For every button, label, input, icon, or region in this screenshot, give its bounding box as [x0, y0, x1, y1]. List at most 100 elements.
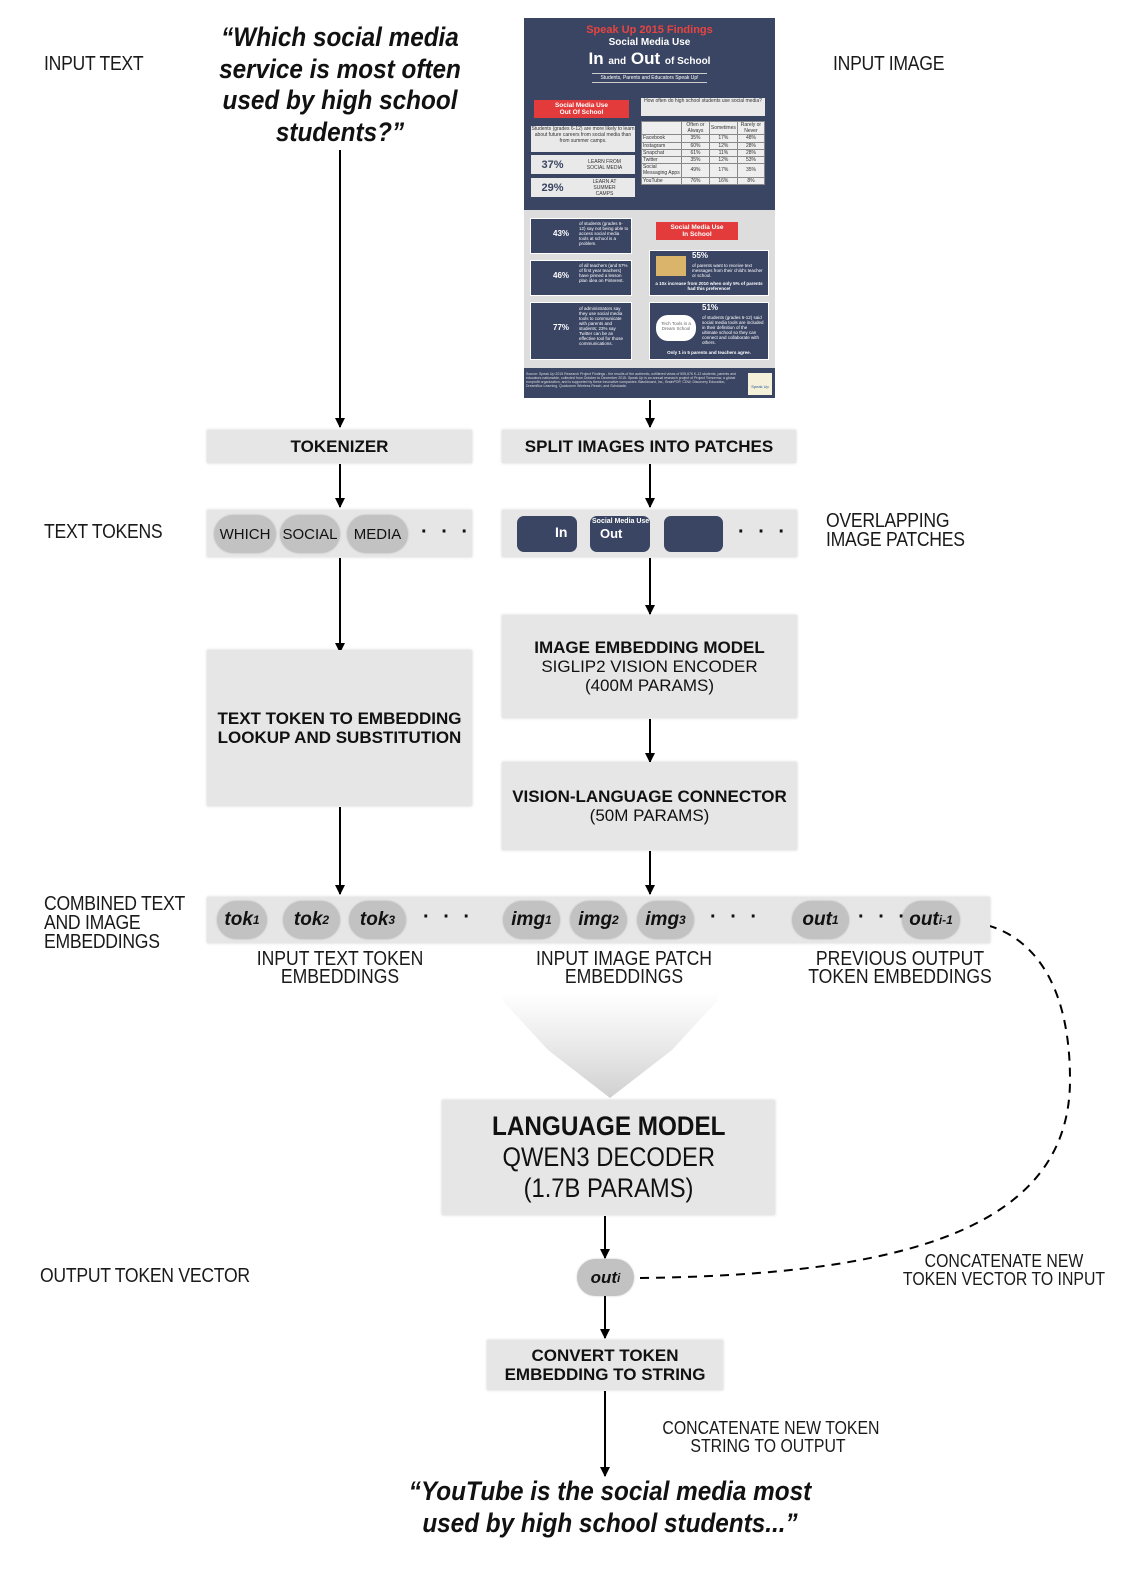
label-line: OVERLAPPING — [826, 510, 950, 532]
text-token-pill: WHICH — [214, 515, 276, 553]
ig-cell: Rarely or Never — [736, 120, 766, 136]
convert-label: EMBEDDING TO STRING — [504, 1365, 706, 1384]
ig-cell: 16% — [708, 176, 738, 185]
ig-cell: Often or Always — [681, 120, 710, 136]
ig-cell: 17% — [708, 163, 738, 178]
ig-pct: 55% — [692, 251, 709, 260]
ig-note: Only 1 in 5 parents and teachers agree. — [667, 350, 751, 355]
pill-base: img — [645, 909, 680, 930]
ig-table-header: Often or Always Sometimes Rarely or Neve… — [640, 120, 766, 136]
ig-stat-77: 77% of administrators say they use socia… — [530, 302, 632, 360]
connector-params: (50M PARAMS) — [589, 806, 710, 825]
cloud-icon: Tech Tools in a Dream School — [656, 315, 696, 341]
ig-stat1: 37% LEARN FROM SOCIAL MEDIA — [531, 155, 635, 174]
ig-pct: 77% — [553, 323, 570, 332]
text-token-pill: MEDIA — [347, 515, 408, 553]
question-line: used by high school — [222, 85, 458, 115]
split-patches-label: SPLIT IMAGES INTO PATCHES — [524, 437, 774, 456]
ig-and: and — [608, 56, 627, 67]
label-line: PREVIOUS OUTPUT — [815, 948, 985, 970]
image-embedding-model-box: IMAGE EMBEDDING MODEL SIGLIP2 VISION ENC… — [502, 615, 797, 718]
ig-out-desc: Students (grades 6-12) are more likely t… — [531, 126, 635, 152]
convert-token-box: CONVERT TOKEN EMBEDDING TO STRING — [487, 1340, 723, 1390]
language-model-box: LANGUAGE MODEL QWEN3 DECODER (1.7B PARAM… — [442, 1100, 775, 1215]
ig-in: In — [588, 49, 604, 68]
ig-stat-text: LEARN AT SUMMER CAMPS — [592, 178, 617, 197]
label-line: STRING TO OUTPUT — [690, 1436, 846, 1456]
tokenizer-box: TOKENIZER — [207, 430, 472, 463]
lm-title: LANGUAGE MODEL — [491, 1111, 726, 1141]
label-line: CONCATENATE NEW TOKEN — [662, 1418, 880, 1438]
ig-stat-pct: 29% — [541, 181, 564, 194]
label-overlapping-patches: OVERLAPPING IMAGE PATCHES — [826, 510, 965, 551]
label-line: IMAGE PATCHES — [826, 529, 965, 551]
pill-sub: 1 — [831, 913, 839, 927]
label-input-image: INPUT IMAGE — [833, 53, 945, 75]
label-line: EMBEDDINGS — [564, 966, 684, 988]
ig-stat-pct: 37% — [541, 158, 564, 171]
pill-base: out — [590, 1267, 618, 1287]
pill-base: out — [802, 909, 832, 930]
ig-text: of parents want to receive text messages… — [692, 263, 763, 278]
ig-cell: Sometimes — [708, 120, 738, 136]
ig-title: Speak Up 2015 Findings — [586, 24, 713, 36]
ig-banner-line: Out Of School — [559, 109, 604, 116]
tokenizer-label: TOKENIZER — [290, 437, 389, 456]
ig-cell: 11% — [708, 148, 738, 158]
image-patch: In — [517, 516, 577, 552]
ig-cell: 12% — [708, 156, 738, 165]
big-down-arrow — [502, 992, 718, 1098]
image-model-params: (400M PARAMS) — [584, 676, 715, 695]
embedding-lookup-box: TEXT TOKEN TO EMBEDDING LOOKUP AND SUBST… — [207, 650, 472, 806]
pill-base: tok — [224, 909, 253, 930]
ig-cell: 35% — [681, 156, 710, 165]
ig-cell: 76% — [681, 176, 710, 185]
ig-banner-line: In School — [682, 231, 712, 238]
label-line: INPUT TEXT TOKEN — [256, 948, 424, 970]
label-concat-vector: CONCATENATE NEW TOKEN VECTOR TO INPUT — [898, 1252, 1109, 1288]
ellipsis: · · · — [423, 906, 475, 928]
ig-cell: 28% — [736, 141, 766, 150]
ig-table: Often or Always Sometimes Rarely or Neve… — [640, 120, 766, 185]
ig-banner-in: Social Media Use In School — [656, 222, 738, 240]
label-image-patch-embeddings: INPUT IMAGE PATCH EMBEDDINGS — [518, 949, 729, 988]
label-combined-embeddings: COMBINED TEXT AND IMAGE EMBEDDINGS — [44, 893, 185, 953]
label-line: COMBINED TEXT — [44, 893, 185, 915]
ig-cell: Social Messaging Apps — [640, 163, 683, 178]
label-line: EMBEDDINGS — [280, 966, 400, 988]
label-line: TOKEN EMBEDDINGS — [808, 966, 992, 988]
convert-label: CONVERT TOKEN — [531, 1346, 679, 1365]
ig-cell: YouTube — [640, 176, 683, 185]
ig-lower-panel: 43% of students (grades 6-12) say not be… — [524, 210, 775, 368]
ig-cell — [640, 120, 683, 136]
connector-title: VISION-LANGUAGE CONNECTOR — [512, 787, 787, 806]
label-line: TOKEN VECTOR TO INPUT — [902, 1269, 1106, 1289]
ig-footer: Source: Speak Up 2015 Research Project F… — [524, 370, 775, 398]
ig-banner-out: Social Media Use Out Of School — [534, 100, 629, 118]
pill-sub: 1 — [252, 913, 260, 927]
ig-question: How often do high school students use so… — [641, 98, 765, 116]
ig-pct: 46% — [553, 271, 570, 280]
lookup-label: LOOKUP AND SUBSTITUTION — [217, 728, 462, 747]
label-previous-output-embeddings: PREVIOUS OUTPUT TOKEN EMBEDDINGS — [794, 948, 1005, 988]
ig-cell: 12% — [708, 141, 738, 150]
ig-stat-43: 43% of students (grades 6-12) say not be… — [530, 218, 632, 254]
label-line: CONCATENATE NEW — [924, 1251, 1084, 1271]
ig-stat-55: 55% of parents want to receive text mess… — [649, 250, 769, 296]
label-output-token-vector: OUTPUT TOKEN VECTOR — [40, 1265, 250, 1287]
ellipsis: · · · — [738, 521, 790, 543]
lookup-label: TEXT TOKEN TO EMBEDDING — [217, 709, 462, 728]
ig-cell: 49% — [681, 163, 710, 178]
ig-cell: 60% — [681, 141, 710, 150]
ig-pct: 51% — [702, 303, 719, 312]
text-token-pill: SOCIAL — [280, 515, 340, 553]
pill-base: out — [909, 909, 939, 930]
ig-note: a 10x increase from 2010 when only 5% of… — [655, 281, 763, 291]
label-line: EMBEDDINGS — [44, 931, 160, 953]
